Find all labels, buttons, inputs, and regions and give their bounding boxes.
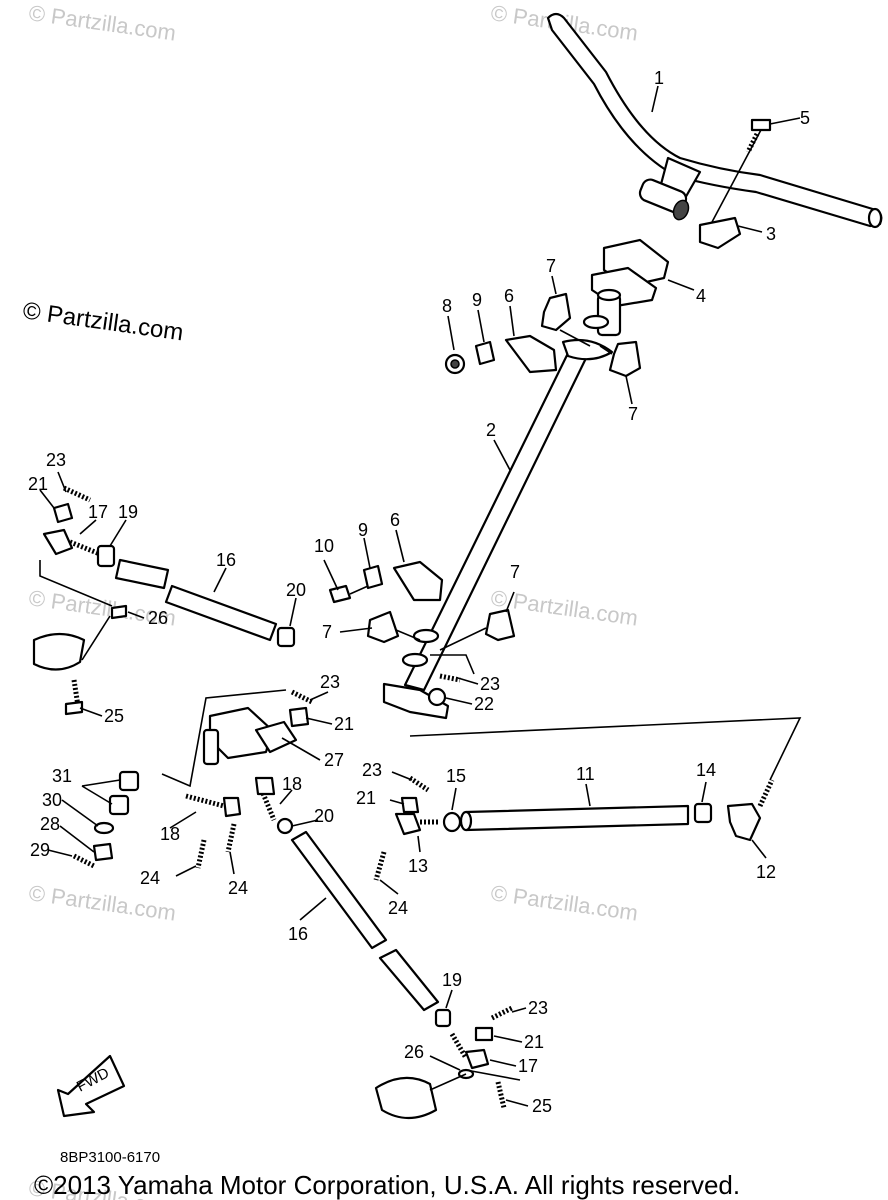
right-tie-rod (373, 717, 802, 881)
callout-10: 10 (314, 536, 334, 556)
callout-26-left: 26 (148, 608, 168, 628)
callout-21-right: 21 (356, 788, 376, 808)
callout-29: 29 (30, 840, 50, 860)
callout-23-left: 23 (46, 450, 66, 470)
callout-4: 4 (696, 286, 706, 306)
callout-7-lower-right: 7 (510, 562, 520, 582)
pitman-arm (161, 689, 314, 869)
callout-17-left: 17 (88, 502, 108, 522)
callout-2: 2 (486, 420, 496, 440)
callout-16-left: 16 (216, 550, 236, 570)
watermark-main: © Partzilla.com (21, 297, 185, 346)
callout-25-left: 25 (104, 706, 124, 726)
callout-19-lower: 19 (442, 970, 462, 990)
callout-17-lower: 17 (518, 1056, 538, 1076)
callout-21-lower: 21 (524, 1032, 544, 1052)
callout-27: 27 (324, 750, 344, 770)
callout-7-upper-left: 7 (546, 256, 556, 276)
diagram-code: 8BP3100-6170 (60, 1149, 160, 1166)
watermark: © Partzilla.com (489, 880, 639, 925)
handlebar-holder-group (590, 118, 772, 337)
callout-7-upper-right: 7 (628, 404, 638, 424)
callout-11: 11 (576, 764, 595, 784)
callout-15: 15 (446, 766, 466, 786)
callout-13: 13 (408, 856, 428, 876)
watermark-layer: © Partzilla.com © Partzilla.com © Partzi… (21, 0, 639, 1200)
callout-23-right: 23 (362, 760, 382, 780)
callout-24-center: 24 (228, 878, 248, 898)
callout-20-left: 20 (286, 580, 306, 600)
callout-6-upper: 6 (504, 286, 514, 306)
upper-brackets (444, 292, 642, 378)
callout-21-left: 21 (28, 474, 48, 494)
callout-21-pitman: 21 (334, 714, 354, 734)
handlebar (546, 12, 883, 229)
callout-19-left: 19 (118, 502, 138, 522)
callout-25-lower: 25 (532, 1096, 552, 1116)
callout-24-right: 24 (388, 898, 408, 918)
left-spare-parts (72, 770, 140, 869)
steering-shaft (382, 314, 614, 720)
callout-31: 31 (52, 766, 72, 786)
copyright-notice: ©2013 Yamaha Motor Corporation, U.S.A. A… (34, 1170, 740, 1200)
callout-5: 5 (800, 108, 810, 128)
callout-23-center: 23 (480, 674, 500, 694)
callout-8: 8 (442, 296, 452, 316)
callout-26-lower: 26 (404, 1042, 424, 1062)
callout-9-upper: 9 (472, 290, 482, 310)
callout-20-center: 20 (314, 806, 334, 826)
callout-24-left: 24 (140, 868, 160, 888)
fwd-arrow-icon: FWD (56, 1054, 126, 1118)
callout-14: 14 (696, 760, 716, 780)
callout-7-lower-left: 7 (322, 622, 332, 642)
callout-3: 3 (766, 224, 776, 244)
callout-6-lower: 6 (390, 510, 400, 530)
callout-1: 1 (654, 68, 664, 88)
callout-23-pitman: 23 (320, 672, 340, 692)
callout-18-right: 18 (282, 774, 302, 794)
callout-28: 28 (40, 814, 60, 834)
callout-18-left: 18 (160, 824, 180, 844)
callout-12: 12 (756, 862, 776, 882)
leader-lines (39, 85, 801, 1107)
callout-16-lower: 16 (288, 924, 308, 944)
left-tie-rod (32, 485, 296, 716)
callout-22: 22 (474, 694, 494, 714)
lower-tie-rod (290, 830, 521, 1120)
callout-23-lower: 23 (528, 998, 548, 1018)
lower-brackets (328, 560, 516, 707)
callout-30: 30 (42, 790, 62, 810)
callout-9-lower: 9 (358, 520, 368, 540)
callout-labels: 1 5 3 4 7 7 8 9 6 2 23 21 17 19 16 20 26… (28, 68, 810, 1116)
watermark: © Partzilla.com (27, 0, 177, 45)
